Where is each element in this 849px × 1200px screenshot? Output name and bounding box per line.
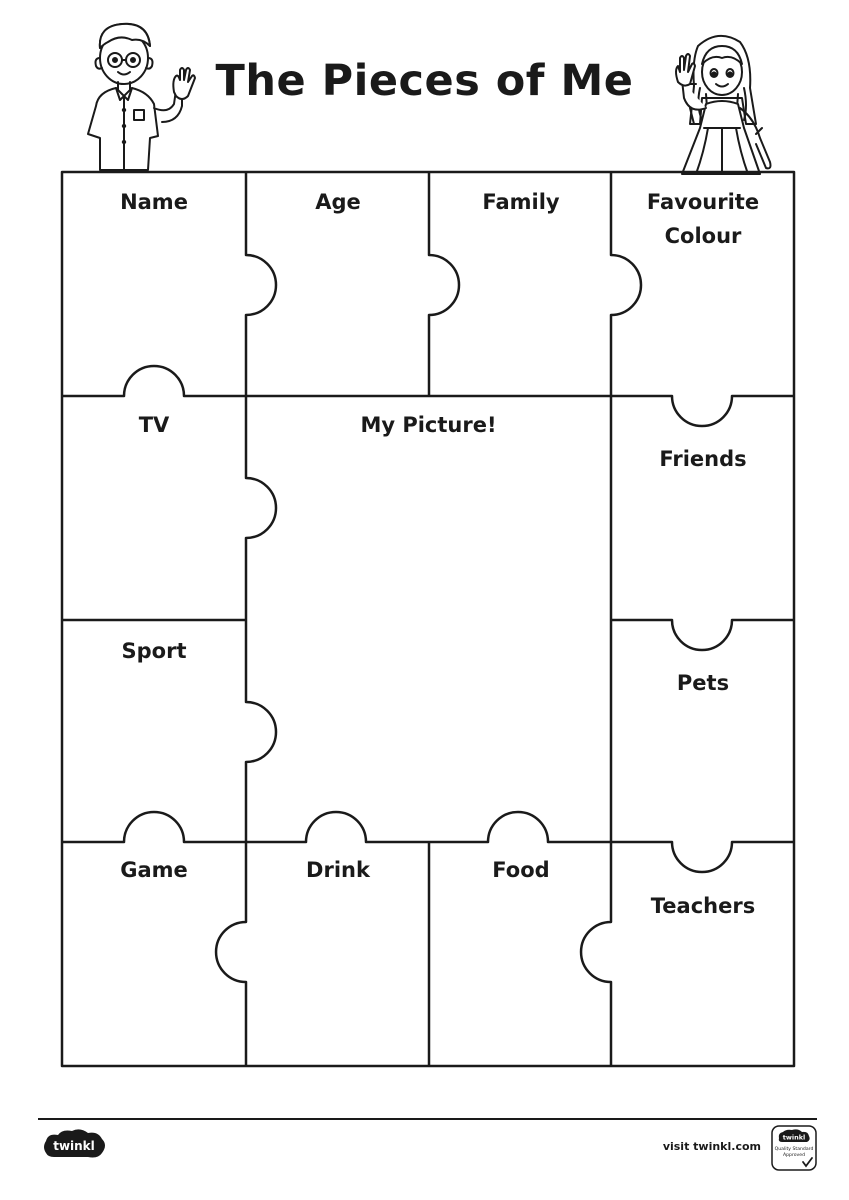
page-title: The Pieces of Me xyxy=(215,56,634,106)
piece-label-food: Food xyxy=(492,858,550,882)
piece-label-drink: Drink xyxy=(306,858,370,882)
puzzle-edge xyxy=(611,618,794,652)
piece-label-sport: Sport xyxy=(121,639,187,663)
piece-label-family: Family xyxy=(482,190,560,214)
svg-text:twinkl: twinkl xyxy=(53,1139,95,1153)
piece-label-teachers: Teachers xyxy=(650,894,756,918)
piece-label-friends: Friends xyxy=(659,447,747,471)
puzzle-edge xyxy=(427,172,461,396)
puzzle-edge xyxy=(244,172,278,396)
svg-text:twinkl: twinkl xyxy=(783,1134,806,1142)
waving-boy-icon xyxy=(87,22,196,171)
piece-label-tv: TV xyxy=(138,413,170,437)
puzzle-edge xyxy=(62,364,794,428)
svg-text:Approved: Approved xyxy=(783,1152,805,1158)
piece-label-pets: Pets xyxy=(676,671,730,695)
svg-text:Quality Standard: Quality Standard xyxy=(775,1146,814,1152)
twinkl-logo: twinkl xyxy=(44,1129,105,1158)
piece-label-age: Age xyxy=(315,190,361,214)
puzzle-edge xyxy=(609,172,643,396)
puzzle-edge xyxy=(62,810,794,874)
waving-girl-icon xyxy=(675,35,772,175)
puzzle-edge xyxy=(244,396,278,842)
footer-link[interactable]: visit twinkl.com xyxy=(662,1140,761,1153)
footer-divider xyxy=(38,1118,817,1120)
puzzle-edge xyxy=(579,842,613,1066)
piece-label-favourite-colour: Favourite Colour xyxy=(646,190,760,248)
quality-badge-icon: twinkl Quality Standard Approved xyxy=(771,1125,817,1171)
piece-label-my-picture: My Picture! xyxy=(360,413,497,437)
puzzle-edge xyxy=(214,842,248,1066)
piece-label-name: Name xyxy=(120,190,188,214)
piece-label-game: Game xyxy=(120,858,188,882)
